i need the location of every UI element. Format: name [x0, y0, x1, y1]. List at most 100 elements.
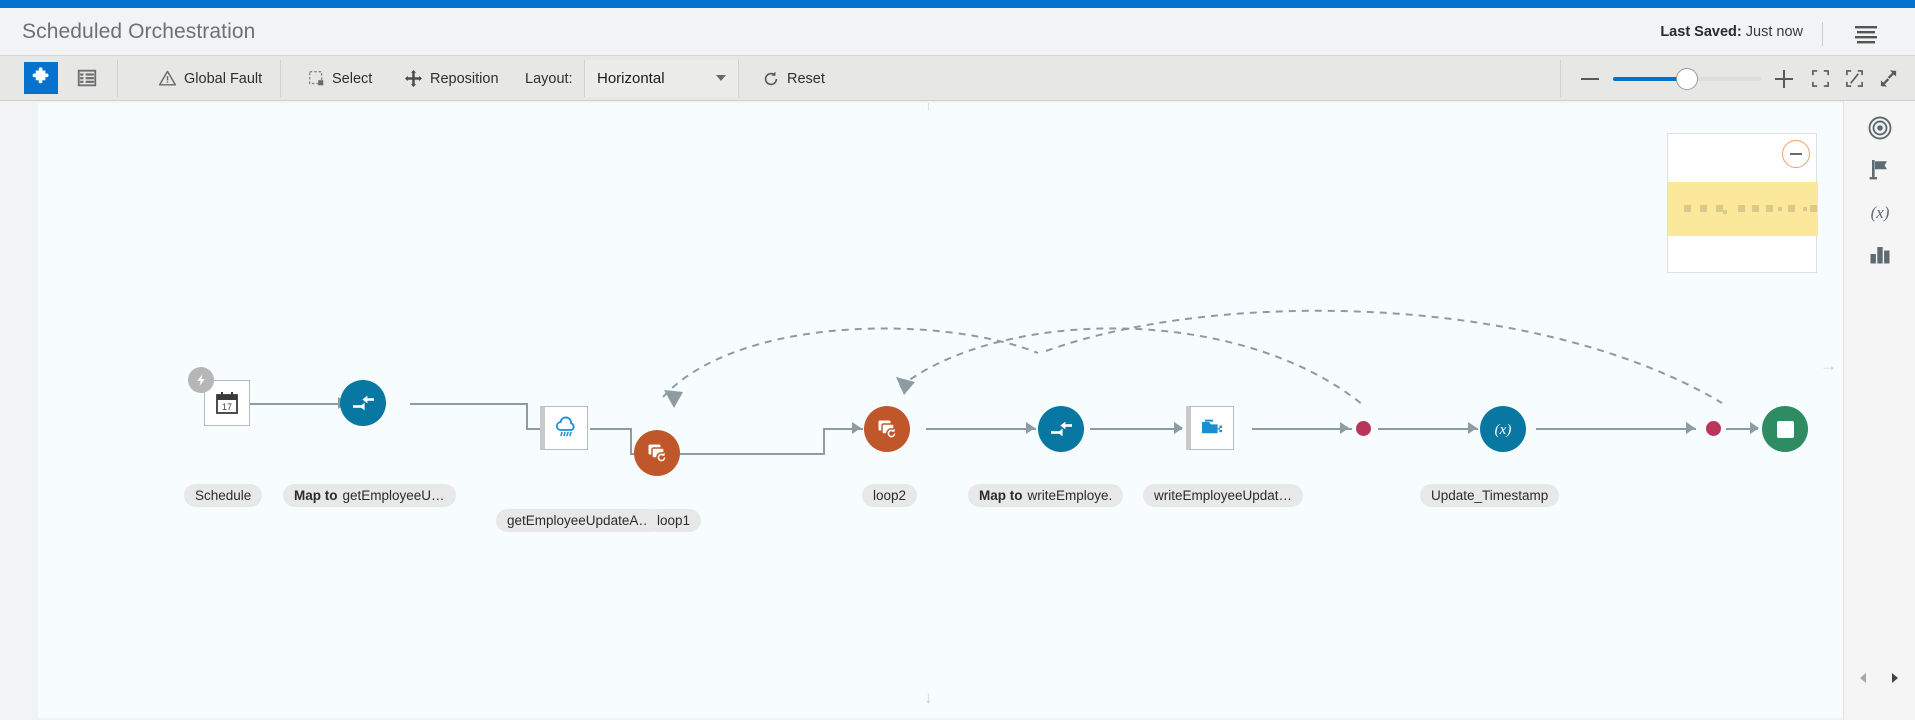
- title-bar: Scheduled Orchestration Last Saved: Just…: [0, 8, 1915, 56]
- reset-zoom-icon[interactable]: [1841, 66, 1867, 92]
- edge-loop2-map2: [926, 428, 1036, 430]
- node-label-map2: Map to writeEmploye.: [968, 484, 1124, 507]
- designer-toolbar: Global Fault Select: [0, 56, 1915, 101]
- map-arrows-icon: [1048, 416, 1074, 442]
- loop-repeat-icon: [874, 416, 900, 442]
- edge-to-loop2: [823, 428, 863, 430]
- node-loop1[interactable]: [634, 430, 680, 476]
- toolbar-divider-2: [280, 60, 281, 97]
- reset-label: Reset: [787, 70, 825, 87]
- node-label-assign1: Update_Timestamp: [1420, 484, 1560, 507]
- edge-map1-invoke1: [410, 403, 528, 405]
- node-assign1[interactable]: (x): [1480, 406, 1526, 452]
- reposition-label: Reposition: [430, 70, 499, 87]
- top-accent-bar: [0, 0, 1915, 8]
- pan-up-arrow[interactable]: ↑: [924, 103, 933, 114]
- global-fault-button[interactable]: Global Fault: [158, 56, 262, 101]
- dashed-connectors: [662, 309, 1723, 408]
- zoom-slider[interactable]: [1613, 67, 1761, 90]
- node-junction-1[interactable]: [1356, 421, 1371, 436]
- map1-label-prefix: Map to: [294, 488, 338, 503]
- svg-text:(x): (x): [1871, 203, 1890, 222]
- calendar-schedule-icon[interactable]: 17: [204, 380, 250, 426]
- list-view-icon[interactable]: [70, 62, 104, 94]
- map1-label-text: getEmployeeU…: [342, 488, 445, 503]
- right-tool-rail: (x): [1843, 101, 1915, 720]
- map2-label-text: writeEmploye.: [1027, 488, 1113, 503]
- layout-select[interactable]: Horizontal: [584, 60, 739, 97]
- zoom-slider-fill: [1613, 76, 1691, 81]
- target-bullseye-icon[interactable]: [1864, 112, 1896, 144]
- layout-select-value: Horizontal: [597, 70, 665, 87]
- edge-arrow-9: [1686, 422, 1695, 434]
- minimap-node: [1700, 205, 1707, 212]
- reset-circular-arrow-icon: [762, 70, 780, 88]
- edge-loop1-right: [680, 453, 825, 455]
- puzzle-piece-icon[interactable]: [24, 62, 58, 94]
- minimap-node: [1778, 207, 1782, 211]
- toolbar-divider-1: [117, 60, 118, 97]
- variable-x-icon: (x): [1495, 422, 1512, 438]
- minimap-node: [1810, 205, 1817, 212]
- edge-map2-invoke2: [1090, 428, 1182, 430]
- node-map1[interactable]: [340, 380, 386, 426]
- edge-arrow-10: [1750, 422, 1759, 434]
- minimap-node: [1738, 205, 1745, 212]
- flow-canvas[interactable]: ↑ ↓ ← →: [38, 103, 1844, 718]
- pan-right-arrow[interactable]: →: [1820, 356, 1837, 375]
- edge-drop-1: [526, 403, 528, 430]
- select-button[interactable]: Select: [308, 56, 372, 101]
- page-title: Scheduled Orchestration: [22, 20, 256, 43]
- invoke1-label-text: getEmployeeUpdateA…: [507, 513, 652, 528]
- minimap-node: [1716, 205, 1723, 212]
- edge-rise-1: [630, 428, 632, 455]
- minimap-viewport[interactable]: [1668, 182, 1818, 236]
- reposition-button[interactable]: Reposition: [404, 56, 499, 101]
- flag-icon[interactable]: [1864, 154, 1896, 186]
- minimap-node: [1684, 205, 1691, 212]
- node-label-invoke2: writeEmployeeUpdat…: [1143, 484, 1304, 507]
- layout-label: Layout:: [525, 70, 573, 87]
- map2-label-prefix: Map to: [979, 488, 1023, 503]
- scroll-left-arrow[interactable]: [1848, 662, 1880, 694]
- node-schedule[interactable]: 17: [188, 367, 250, 426]
- node-label-invoke1: getEmployeeUpdateA…: [496, 509, 663, 532]
- node-label-schedule: Schedule: [184, 484, 263, 507]
- edge-arrow-5: [1026, 422, 1035, 434]
- canvas-region: ↑ ↓ ← →: [0, 101, 1915, 720]
- edge-assign-junction2: [1536, 428, 1696, 430]
- reset-button[interactable]: Reset: [762, 56, 825, 101]
- node-end[interactable]: [1762, 406, 1808, 452]
- variable-x-icon[interactable]: (x): [1864, 196, 1896, 228]
- chevron-down-icon: [716, 75, 726, 81]
- zoom-slider-knob[interactable]: [1676, 67, 1698, 90]
- node-invoke1[interactable]: [540, 406, 588, 450]
- minimize-icon[interactable]: [1782, 140, 1810, 168]
- bar-chart-icon[interactable]: [1864, 238, 1896, 270]
- minimap-node: [1803, 207, 1807, 211]
- hamburger-menu-icon[interactable]: [1851, 22, 1881, 48]
- last-saved-status: Last Saved: Just now: [1660, 24, 1803, 40]
- cloud-connector-icon: [553, 415, 579, 441]
- node-label-loop1: loop1: [646, 509, 702, 532]
- edge-rise-2: [823, 428, 825, 455]
- minimap[interactable]: [1667, 133, 1818, 273]
- zoom-in-plus-icon[interactable]: [1773, 68, 1795, 90]
- node-junction-2[interactable]: [1706, 421, 1721, 436]
- node-map2[interactable]: [1038, 406, 1084, 452]
- minimap-node: [1766, 205, 1773, 212]
- scroll-right-arrow[interactable]: [1878, 662, 1910, 694]
- pan-down-arrow[interactable]: ↓: [924, 688, 933, 707]
- node-invoke2[interactable]: [1186, 406, 1234, 450]
- zoom-out-minus-icon[interactable]: [1579, 68, 1601, 90]
- invoke2-label-text: writeEmployeeUpdat…: [1154, 488, 1293, 503]
- edge-schedule-map1: [250, 403, 340, 405]
- fit-to-screen-icon[interactable]: [1807, 66, 1833, 92]
- node-loop2[interactable]: [864, 406, 910, 452]
- edge-into-invoke1: [526, 428, 552, 430]
- edge-arrow-4: [852, 422, 861, 434]
- expand-diagonal-icon[interactable]: [1875, 66, 1901, 92]
- minimap-node: [1788, 205, 1795, 212]
- loop-repeat-icon: [644, 440, 670, 466]
